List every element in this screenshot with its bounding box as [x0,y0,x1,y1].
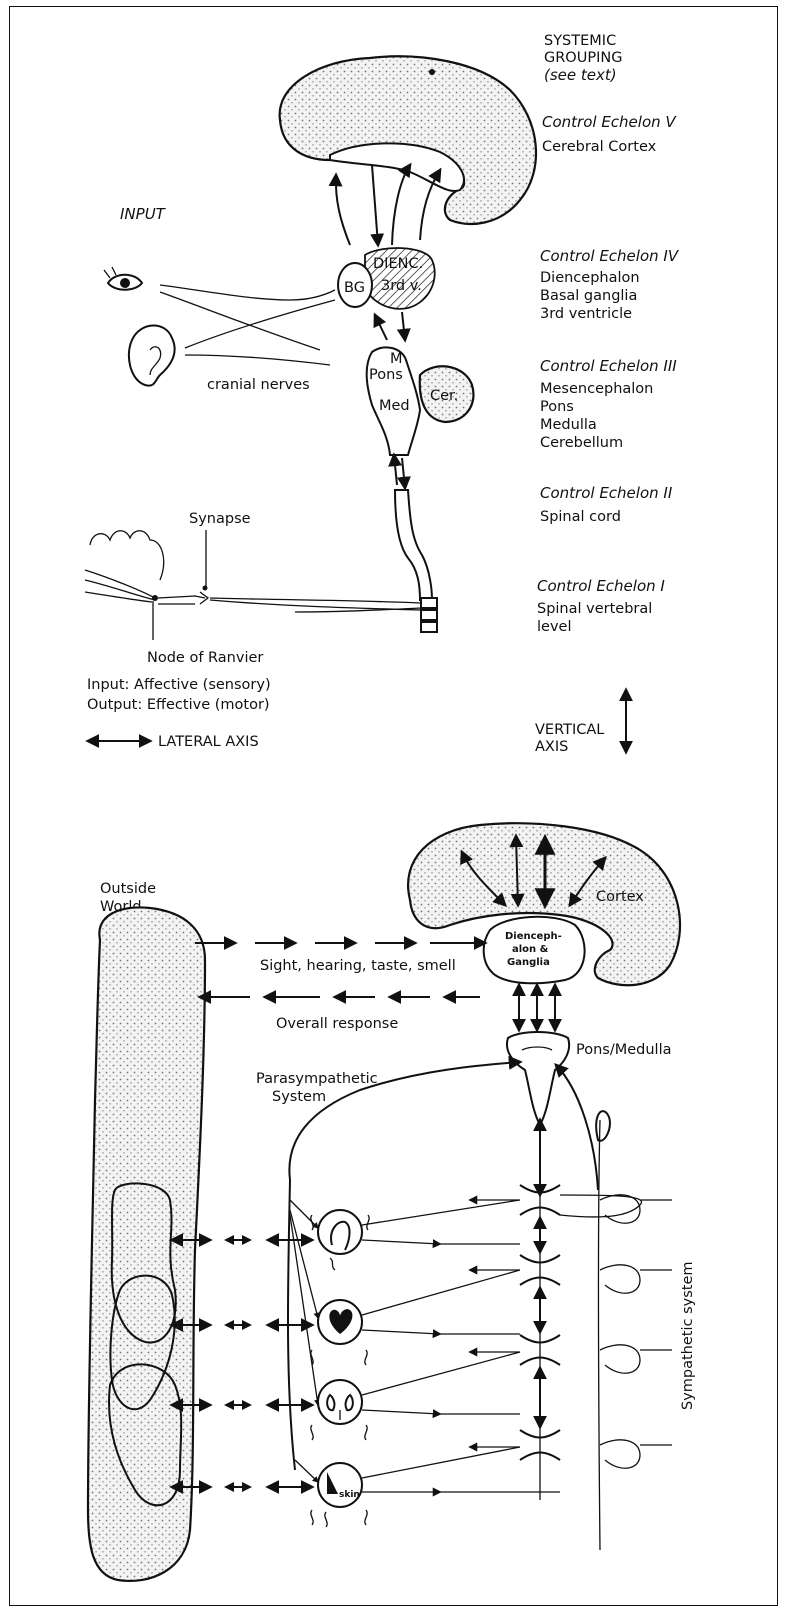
spinal-segments [520,1185,672,1468]
echelon-v-line-1: Cerebral Cortex [542,139,657,155]
mesencephalon-label: M [390,351,403,367]
echelon-i: Control Echelon I Spinal vertebral level [537,577,665,635]
node-of-ranvier-label: Node of Ranvier [147,650,263,666]
sympathetic-return-arrow [556,1065,598,1190]
echelon-v-title: Control Echelon V [542,113,677,131]
cortex-label: Cortex [596,889,644,905]
synapse-label: Synapse [189,511,251,527]
dienceph-label-2: alon & [512,944,549,955]
dienc-label: DIENC. [373,256,423,272]
vertical-axis-label-2: AXIS [535,739,568,755]
spinal-segment-2 [520,1255,672,1293]
bg-label: BG [344,280,365,296]
organ-muscle [311,1210,369,1270]
brainstem-down-arrow [402,312,405,340]
outside-world-label-1: Outside [100,881,156,897]
spinal-segment-3 [520,1335,672,1373]
echelon-iv-line-2: Basal ganglia [540,288,637,304]
echelon-ii-title: Control Echelon II [540,484,673,502]
lateral-axis-label: LATERAL AXIS [158,734,259,750]
overall-response-label: Overall response [276,1016,398,1032]
skin-label: skin [339,1490,360,1500]
cranial-nerves-label: cranial nerves [207,377,310,393]
systemic-grouping-line-1: SYSTEMIC [544,33,616,49]
parasympathetic-label-1: Parasympathetic [256,1071,378,1087]
dienceph-label-1: Dienceph- [505,931,562,942]
input-affective-label: Input: Affective (sensory) [87,677,271,693]
echelon-iv-line-3: 3rd ventricle [540,306,632,322]
dienceph-label-3: Ganglia [507,957,550,968]
cord-up-arrow [394,455,397,485]
diencephalon-group: DIENC. 3rd v. BG [338,248,435,309]
echelon-iv-title: Control Echelon IV [540,247,680,265]
echelon-iii-line-2: Pons [540,399,574,415]
ear-icon [129,325,175,385]
output-effective-label: Output: Effective (motor) [87,697,270,713]
echelon-iv: Control Echelon IV Diencephalon Basal ga… [540,247,680,322]
cortex-dot [429,69,435,75]
echelon-iii-title: Control Echelon III [540,357,677,375]
spinal-segment-1 [520,1185,672,1223]
parasympathetic-branches [290,1200,318,1482]
sympathetic-chain [540,1111,610,1550]
pons-label: Pons [369,367,403,383]
echelon-ii: Control Echelon II Spinal cord [540,484,673,525]
brainstem-up-arrow [375,315,387,340]
see-text-note: (see text) [544,66,617,84]
vertical-axis-label-1: VERTICAL [535,722,604,738]
third-ventricle-label: 3rd v. [381,278,422,294]
systemic-grouping-heading: SYSTEMIC GROUPING (see text) [544,33,622,84]
peripheral-neuron [85,530,421,640]
echelon-i-title: Control Echelon I [537,577,665,595]
spinal-cord-shape [395,490,432,600]
echelon-iii: Control Echelon III Mesencephalon Pons M… [540,357,677,451]
sympathetic-system-label: Sympathetic system [680,1261,696,1410]
senses-label: Sight, hearing, taste, smell [260,958,456,974]
dienc-pons-arrows [519,985,555,1030]
pons-medulla-shape [507,1032,569,1125]
cerebral-cortex-shape [280,56,536,224]
cranial-nerves-lines [160,285,335,365]
echelon-iii-line-4: Cerebellum [540,435,623,451]
medulla-label: Med [379,398,410,414]
input-label: INPUT [120,205,167,223]
eye-icon [104,267,142,290]
echelon-v: Control Echelon V Cerebral Cortex [542,113,677,155]
spinal-segment-4 [520,1430,672,1468]
organ-kidneys [311,1380,367,1440]
echelon-i-line-2: level [537,619,571,635]
echelon-ii-line-1: Spinal cord [540,509,621,525]
echelon-i-line-1: Spinal vertebral [537,601,652,617]
sympathetic-ganglion-top [596,1111,610,1141]
echelon-iii-line-1: Mesencephalon [540,381,653,397]
parasympathetic-label-2: System [272,1089,326,1105]
organ-cord-connections [362,1200,560,1492]
organ-heart [311,1300,367,1365]
cord-down-arrow [402,458,405,488]
brainstem-group: M Pons Med Cer. [367,347,474,455]
pons-medulla-label: Pons/Medulla [576,1042,672,1058]
echelon-iii-line-3: Medulla [540,417,597,433]
cerebellum-label: Cer. [430,388,458,404]
echelon-iv-line-1: Diencephalon [540,270,640,286]
organ-skin: skin [311,1463,367,1527]
systemic-grouping-line-2: GROUPING [544,50,622,66]
vertebrae [421,598,437,632]
outside-world-shape [88,907,205,1580]
